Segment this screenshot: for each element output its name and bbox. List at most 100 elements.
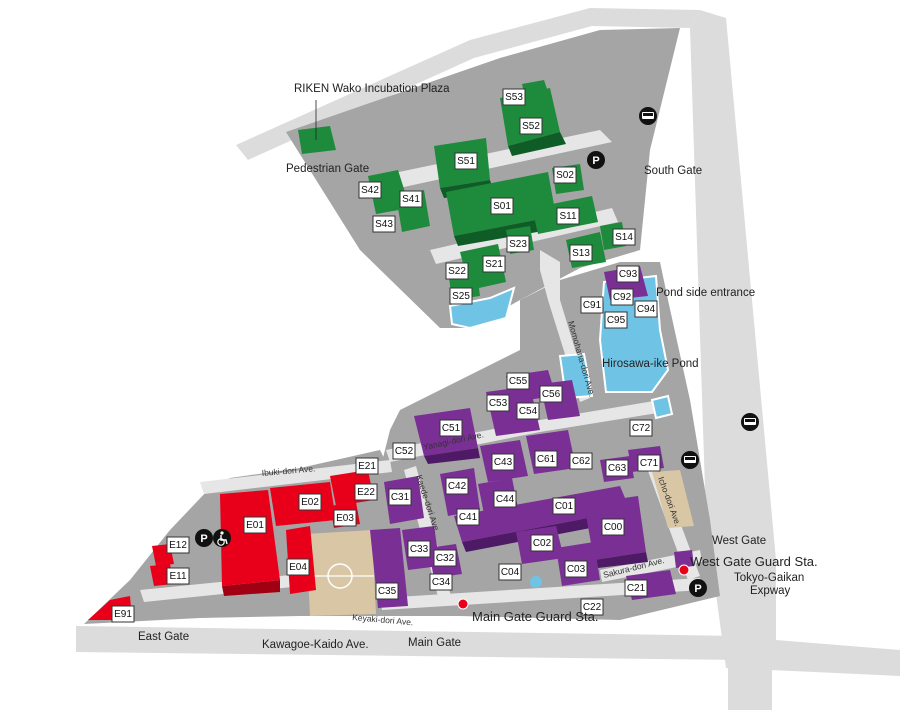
- building-tag-c32[interactable]: C32: [433, 549, 457, 567]
- building-tag-c52[interactable]: C52: [392, 442, 416, 460]
- building-tag-label: C53: [489, 398, 508, 409]
- building-tag-s42[interactable]: S42: [358, 181, 382, 199]
- building-tag-c56[interactable]: C56: [539, 385, 563, 403]
- bus-icon: [639, 107, 657, 125]
- building-tag-c21[interactable]: C21: [624, 579, 648, 597]
- building-tag-s21[interactable]: S21: [482, 255, 506, 273]
- building-tag-box: [456, 508, 480, 526]
- label-incubation-plaza: RIKEN Wako Incubation Plaza: [294, 83, 450, 95]
- building-tag-c93[interactable]: C93: [616, 265, 640, 283]
- building-tag-label: C72: [632, 423, 651, 434]
- building-tag-s43[interactable]: S43: [372, 215, 396, 233]
- building-tag-label: C55: [509, 376, 528, 387]
- building-tag-c34[interactable]: C34: [429, 573, 453, 591]
- outer-roads: [76, 8, 900, 710]
- building-tag-s41[interactable]: S41: [399, 190, 423, 208]
- building-tag-c31[interactable]: C31: [388, 488, 412, 506]
- building-tag-c95[interactable]: C95: [604, 311, 628, 329]
- building-tag-e21[interactable]: E21: [355, 457, 379, 475]
- building-tag-box: [569, 452, 593, 470]
- building-tag-c22[interactable]: C22: [580, 598, 604, 616]
- building-tag-c62[interactable]: C62: [569, 452, 593, 470]
- building-tag-c43[interactable]: C43: [491, 453, 515, 471]
- building-tag-box: [490, 197, 514, 215]
- playground: [306, 530, 376, 616]
- building-tag-label: S41: [402, 194, 420, 205]
- building-tag-label: C31: [391, 492, 410, 503]
- building-tag-e02[interactable]: E02: [298, 493, 322, 511]
- building-tag-label: E21: [358, 461, 376, 472]
- building-tag-s22[interactable]: S22: [445, 262, 469, 280]
- building-tag-s53[interactable]: S53: [502, 88, 526, 106]
- building-tag-s13[interactable]: S13: [569, 244, 593, 262]
- building-tag-label: C41: [459, 512, 478, 523]
- building-tag-c02[interactable]: C02: [530, 534, 554, 552]
- building-tag-box: [482, 255, 506, 273]
- building-tag-c94[interactable]: C94: [634, 300, 658, 318]
- building-tag-s14[interactable]: S14: [612, 228, 636, 246]
- building-tag-box: [243, 516, 267, 534]
- label-main-gate: Main Gate: [408, 637, 461, 649]
- building-tag-c51[interactable]: C51: [439, 419, 463, 437]
- parking-icon-text: P: [694, 583, 701, 595]
- building-tag-c42[interactable]: C42: [445, 477, 469, 495]
- building-tag-label: E11: [169, 571, 186, 582]
- building-tag-label: C01: [555, 501, 574, 512]
- building-tag-c55[interactable]: C55: [506, 372, 530, 390]
- parking-icon[interactable]: P: [689, 579, 707, 597]
- building-tag-s11[interactable]: S11: [556, 207, 580, 225]
- building-tag-label: C33: [410, 544, 429, 555]
- building-tag-s51[interactable]: S51: [454, 152, 478, 170]
- building-tag-label: S25: [452, 291, 470, 302]
- label-main-gate-guard: Main Gate Guard Sta.: [472, 609, 598, 624]
- building-tag-label: S23: [509, 239, 527, 250]
- building-tag-e12[interactable]: E12: [166, 536, 190, 554]
- building-tag-label: C04: [501, 567, 520, 578]
- building-tag-box: [502, 88, 526, 106]
- building-tag-e11[interactable]: E11: [166, 567, 190, 585]
- building-tag-e22[interactable]: E22: [354, 483, 378, 501]
- building-tag-c61[interactable]: C61: [534, 450, 558, 468]
- building-tag-label: C63: [608, 463, 627, 474]
- building-tag-e03[interactable]: E03: [333, 509, 357, 527]
- building-tag-c03[interactable]: C03: [564, 560, 588, 578]
- building-tag-c72[interactable]: C72: [629, 419, 653, 437]
- building-tag-label: S51: [457, 156, 475, 167]
- building-tag-label: C54: [519, 406, 538, 417]
- building-tag-c92[interactable]: C92: [610, 288, 634, 306]
- building-tag-c41[interactable]: C41: [456, 508, 480, 526]
- building-tag-s25[interactable]: S25: [449, 287, 473, 305]
- building-tag-s52[interactable]: S52: [519, 117, 543, 135]
- building-tag-s01[interactable]: S01: [490, 197, 514, 215]
- building-tag-c54[interactable]: C54: [516, 402, 540, 420]
- building-tag-box: [610, 288, 634, 306]
- building-tag-label: C44: [496, 494, 515, 505]
- building-tag-c71[interactable]: C71: [637, 454, 661, 472]
- building-tag-box: [286, 558, 310, 576]
- building-tag-label: C91: [583, 300, 602, 311]
- building-tag-c01[interactable]: C01: [552, 497, 576, 515]
- building-tag-box: [552, 497, 576, 515]
- building-tag-c35[interactable]: C35: [375, 582, 399, 600]
- building-tag-e04[interactable]: E04: [286, 558, 310, 576]
- building-tag-c04[interactable]: C04: [498, 563, 522, 581]
- building-tag-c53[interactable]: C53: [486, 394, 510, 412]
- building-tag-c44[interactable]: C44: [493, 490, 517, 508]
- guard-station-icon: [678, 564, 690, 576]
- building-tag-s02[interactable]: S02: [553, 166, 577, 184]
- building-tag-c63[interactable]: C63: [605, 459, 629, 477]
- parking-icon[interactable]: P: [195, 529, 213, 547]
- building-tag-box: [407, 540, 431, 558]
- building-tag-box: [354, 483, 378, 501]
- building-tag-label: C52: [395, 446, 414, 457]
- parking-icon[interactable]: P: [587, 151, 605, 169]
- building-tag-c91[interactable]: C91: [580, 296, 604, 314]
- expressway-road: [690, 10, 900, 676]
- building-tag-e91[interactable]: E91: [111, 605, 135, 623]
- building-tag-c00[interactable]: C00: [601, 518, 625, 536]
- building-tag-e01[interactable]: E01: [243, 516, 267, 534]
- building-tag-label: C61: [537, 454, 556, 465]
- building-tag-box: [556, 207, 580, 225]
- building-tag-s23[interactable]: S23: [506, 235, 530, 253]
- building-tag-c33[interactable]: C33: [407, 540, 431, 558]
